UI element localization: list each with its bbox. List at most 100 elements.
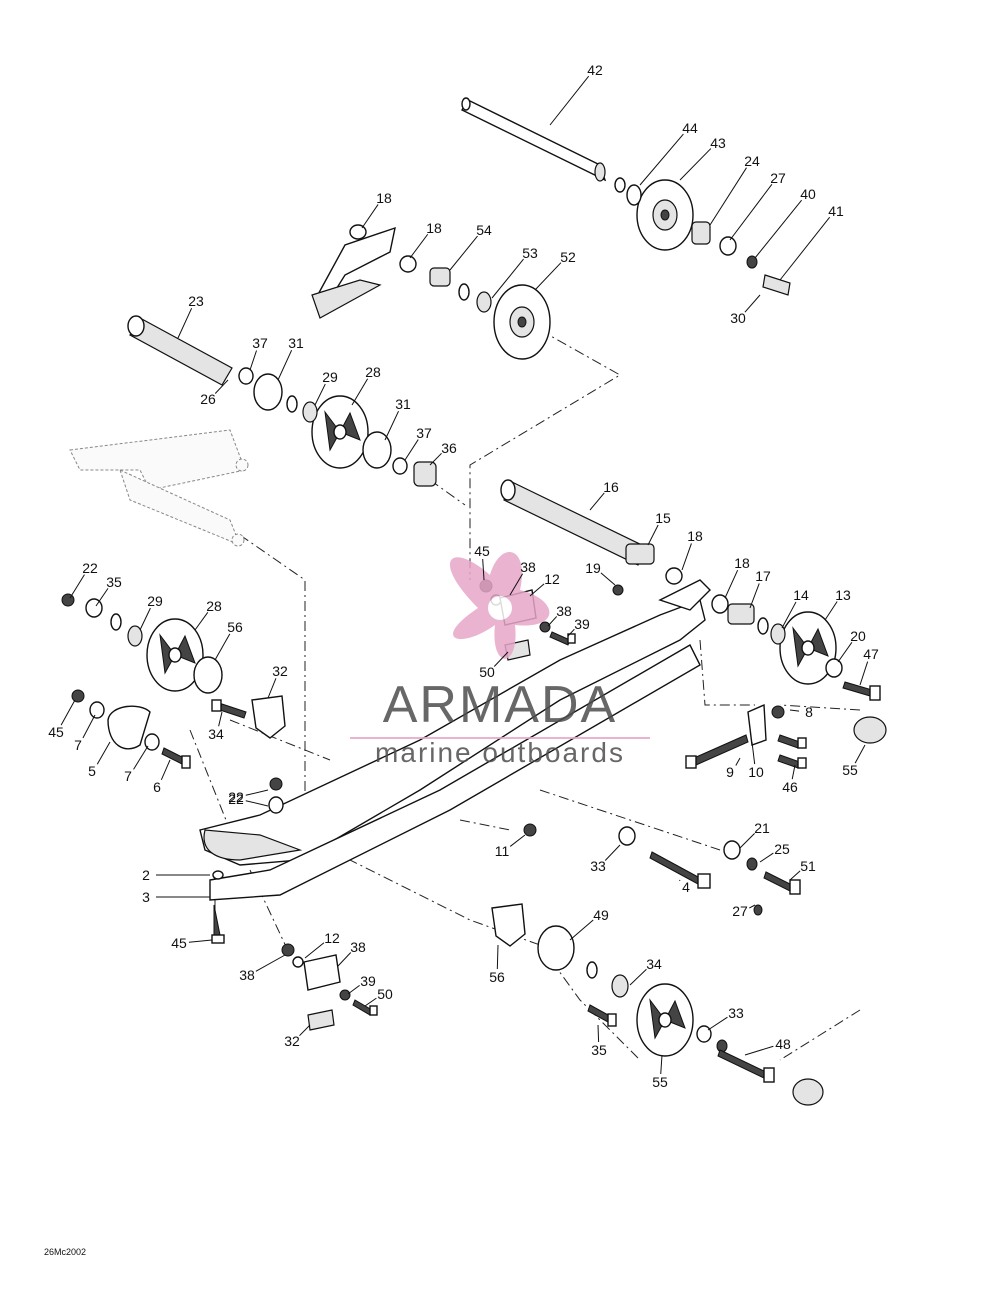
callout-leader-line <box>735 757 741 766</box>
callout-leader-line <box>534 262 562 291</box>
callout-9: 9 <box>726 757 741 780</box>
callout-number: 4 <box>682 879 690 895</box>
callout-number: 38 <box>520 559 536 575</box>
callout-6: 6 <box>153 759 171 795</box>
callout-leader-line <box>629 968 647 986</box>
callout-leader-line <box>639 133 684 186</box>
callout-number: 7 <box>74 737 82 753</box>
callout-number: 55 <box>842 762 858 778</box>
callout-number: 30 <box>730 310 746 326</box>
callout-number: 48 <box>775 1036 791 1052</box>
callout-leader-line <box>679 879 681 882</box>
callout-number: 2 <box>142 867 150 883</box>
shaft-23 <box>127 315 233 386</box>
callout-number: 56 <box>489 969 505 985</box>
armada-logo-icon <box>449 552 550 659</box>
callout-leader-line <box>859 661 869 686</box>
callout-leader-line <box>707 1016 728 1031</box>
callout-number: 49 <box>593 907 609 923</box>
callout-5: 5 <box>88 741 111 779</box>
callout-29: 29 <box>139 593 163 631</box>
callout-number: 40 <box>800 186 816 202</box>
callout-number: 45 <box>171 935 187 951</box>
callout-leader-line <box>245 800 269 807</box>
callout-48: 48 <box>744 1036 791 1056</box>
callout-leader-line <box>781 601 797 629</box>
callout-number: 27 <box>732 903 748 919</box>
callout-32: 32 <box>267 663 288 699</box>
bolts <box>161 631 881 1083</box>
callout-leader-line <box>214 379 229 394</box>
callout-45: 45 <box>48 699 76 740</box>
callout-31: 31 <box>277 335 304 381</box>
callout-number: 45 <box>48 724 64 740</box>
callout-28: 28 <box>194 598 222 631</box>
callout-leader-line <box>409 233 429 259</box>
callout-leader-line <box>482 558 485 581</box>
callout-number: 22 <box>82 560 98 576</box>
callout-leader-line <box>751 741 756 765</box>
callout-52: 52 <box>534 249 576 291</box>
diagram-code: 26Mc2002 <box>44 1247 87 1257</box>
callout-42: 42 <box>549 62 603 126</box>
callout-number: 24 <box>744 153 760 169</box>
callout-leader-line <box>681 543 692 571</box>
callout-51: 51 <box>789 858 816 881</box>
callout-number: 33 <box>728 1005 744 1021</box>
callout-number: 51 <box>800 858 816 874</box>
callout-40: 40 <box>754 186 816 259</box>
upper-arm-ghost <box>69 429 249 547</box>
callout-45: 45 <box>171 935 213 951</box>
callout-43: 43 <box>679 135 726 181</box>
callout-38: 38 <box>547 603 572 627</box>
callout-number: 22 <box>228 791 244 807</box>
wheel-48 <box>636 983 694 1057</box>
callout-28: 28 <box>351 364 381 406</box>
callout-leader-line <box>791 764 796 780</box>
callout-56: 56 <box>214 619 243 661</box>
callout-leader-line <box>529 583 545 597</box>
callout-number: 10 <box>748 764 764 780</box>
callout-number: 46 <box>782 779 798 795</box>
callout-46: 46 <box>782 764 798 795</box>
callout-number: 28 <box>206 598 222 614</box>
callout-number: 29 <box>322 369 338 385</box>
watermark-brand: ARMADA <box>383 676 617 734</box>
callout-leader-line <box>69 574 85 599</box>
wheel-28-left <box>146 618 204 692</box>
callout-leader-line <box>854 744 866 764</box>
callout-number: 54 <box>476 222 492 238</box>
callout-number: 31 <box>395 396 411 412</box>
callout-leader-line <box>709 167 747 226</box>
callout-leader-line <box>337 952 352 967</box>
callout-number: 18 <box>426 220 442 236</box>
callout-34: 34 <box>208 711 224 742</box>
callout-leader-line <box>351 378 369 406</box>
callout-leader-line <box>304 942 325 959</box>
callout-leader-line <box>139 607 151 631</box>
callout-leader-line <box>493 651 509 667</box>
callout-14: 14 <box>781 587 809 629</box>
callout-leader-line <box>60 699 76 726</box>
callout-number: 29 <box>147 593 163 609</box>
callout-53: 53 <box>491 245 538 299</box>
callout-number: 18 <box>687 528 703 544</box>
callout-leader-line <box>600 572 616 586</box>
callout-leader-line <box>549 75 590 126</box>
callout-47: 47 <box>859 646 879 686</box>
callout-number: 6 <box>153 779 161 795</box>
callout-number: 38 <box>350 939 366 955</box>
wheel-13 <box>779 611 837 685</box>
callout-number: 56 <box>227 619 243 635</box>
callout-number: 18 <box>376 190 392 206</box>
callout-leader-line <box>361 204 379 229</box>
callout-leader-line <box>744 294 761 313</box>
callout-leader-line <box>299 1024 311 1037</box>
idler-wheels <box>146 179 837 1057</box>
callout-number: 42 <box>587 62 603 78</box>
callout-leader-line <box>509 834 526 847</box>
slide-rail <box>199 579 711 901</box>
callout-leader-line <box>496 944 499 970</box>
callout-55: 55 <box>652 1054 668 1090</box>
callout-leader-line <box>364 997 377 1007</box>
